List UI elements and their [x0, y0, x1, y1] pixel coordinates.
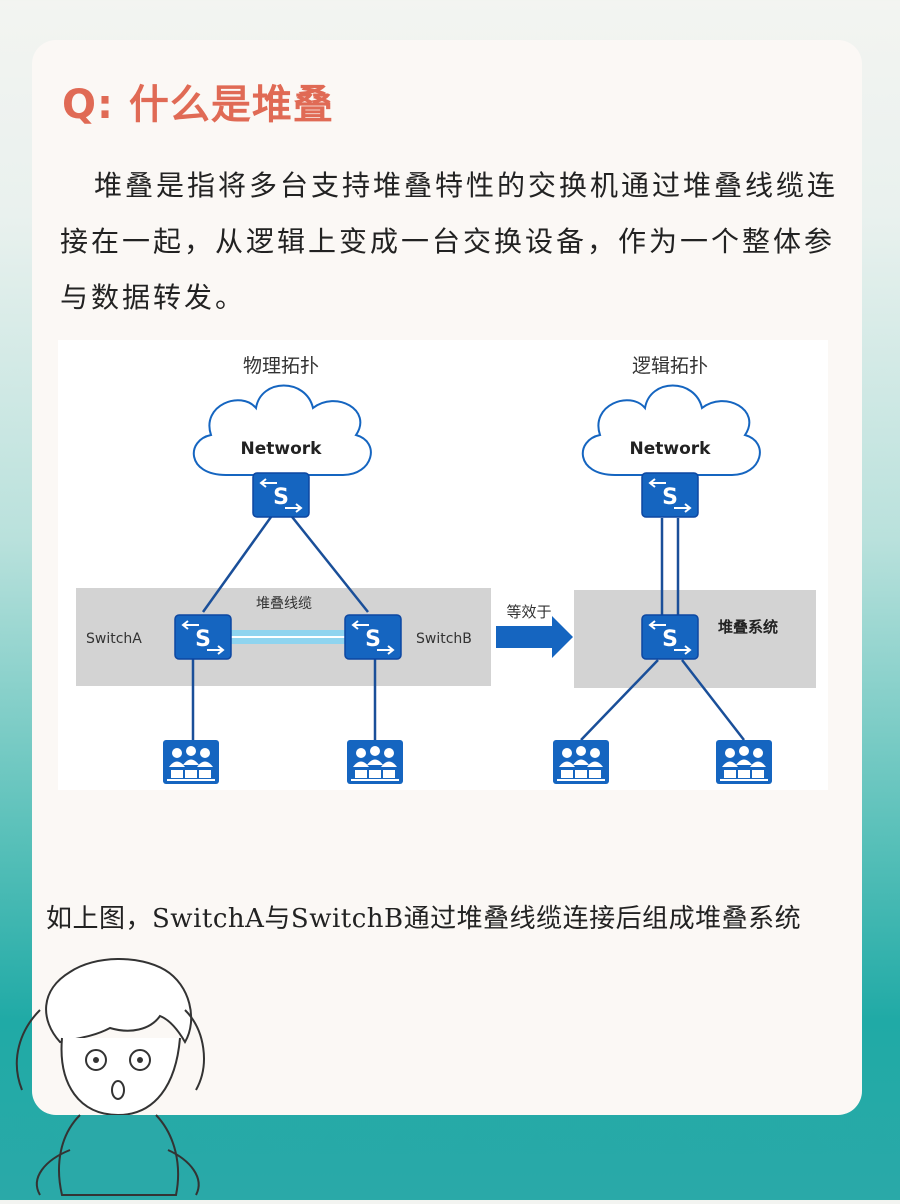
cartoon-character-illustration [0, 950, 240, 1204]
physical-core-switch-icon [252, 472, 310, 518]
logical-core-switch-icon [641, 472, 699, 518]
diagram-caption: 如上图，SwitchA与SwitchB通过堆叠线缆连接后组成堆叠系统 [46, 904, 802, 934]
users-icon [552, 739, 610, 785]
switch-a-label: SwitchA [86, 631, 142, 647]
page-title: Q: 什么是堆叠 [62, 82, 334, 128]
logical-network-label: Network [630, 439, 712, 459]
equivalent-arrow-icon [496, 616, 573, 658]
physical-network-cloud [192, 384, 372, 476]
physical-topology-heading: 物理拓扑 [243, 355, 319, 377]
logical-network-cloud [581, 384, 761, 476]
stack-system-switch-icon [641, 614, 699, 660]
switch-a-icon [174, 614, 232, 660]
equivalent-label: 等效于 [506, 603, 551, 621]
switch-b-label: SwitchB [416, 631, 472, 647]
physical-network-label: Network [241, 439, 323, 459]
users-icon [162, 739, 220, 785]
stack-cable-label: 堆叠线缆 [256, 596, 312, 612]
intro-paragraph: 堆叠是指将多台支持堆叠特性的交换机通过堆叠线缆连接在一起，从逻辑上变成一台交换设… [60, 169, 839, 314]
logical-topology-heading: 逻辑拓扑 [632, 355, 708, 377]
stack-system-label: 堆叠系统 [718, 618, 778, 636]
users-icon [715, 739, 773, 785]
stacking-topology-diagram: S 物理拓扑 逻辑拓扑 [58, 340, 828, 790]
users-icon [346, 739, 404, 785]
switch-b-icon [344, 614, 402, 660]
